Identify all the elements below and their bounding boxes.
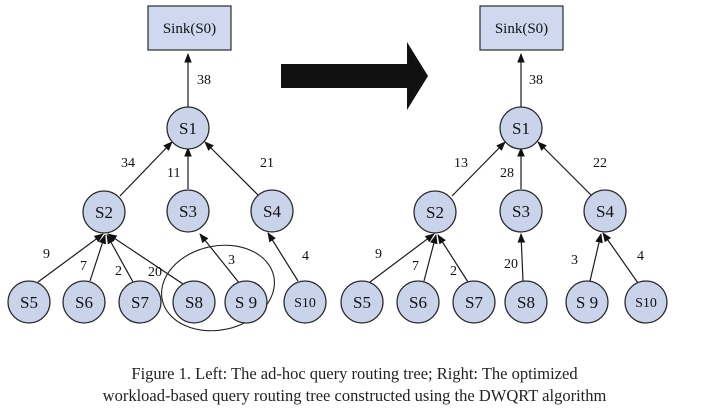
edge-s8-s3 xyxy=(517,233,526,282)
edge-s4-s1 xyxy=(204,141,259,196)
sink-node xyxy=(479,5,564,51)
node-label: S6 xyxy=(75,293,93,312)
edge-weight: 28 xyxy=(500,166,514,181)
node-s4 xyxy=(250,189,294,233)
edge-weight: 3 xyxy=(228,253,235,268)
edge-s10-s4 xyxy=(602,232,639,284)
sink-label: Sink(S0) xyxy=(495,21,548,37)
node-s9 xyxy=(224,280,268,324)
node-s2 xyxy=(413,190,457,234)
node-s3 xyxy=(499,189,543,233)
sink-node xyxy=(147,5,232,51)
edge-weight: 34 xyxy=(121,156,135,171)
node-s2 xyxy=(82,190,126,234)
node-label: S10 xyxy=(635,296,657,311)
node-label: S1 xyxy=(179,119,197,138)
edge-s5-s2 xyxy=(369,233,435,283)
edge-s10-s4 xyxy=(267,232,299,282)
node-label: S5 xyxy=(353,293,371,312)
edge-s7-s2 xyxy=(437,234,469,283)
node-s6 xyxy=(396,280,440,324)
edge-weight: 2 xyxy=(450,264,457,279)
node-s10 xyxy=(283,280,327,324)
node-label: S3 xyxy=(512,202,530,221)
edge-weight: 38 xyxy=(197,73,211,88)
node-label: S 9 xyxy=(235,293,257,312)
edge-weight: 21 xyxy=(260,156,274,171)
edge-weight: 7 xyxy=(80,259,87,274)
node-s7 xyxy=(118,280,162,324)
node-label: S8 xyxy=(185,293,203,312)
edge-s7-s2 xyxy=(106,234,134,283)
transform-arrow xyxy=(281,42,428,110)
edge-weight: 4 xyxy=(637,249,644,264)
sink-label: Sink(S0) xyxy=(163,21,216,37)
edge-weight: 20 xyxy=(148,265,162,280)
selection-ellipse xyxy=(161,244,275,332)
node-s1 xyxy=(166,106,210,150)
node-s8 xyxy=(504,280,548,324)
node-s5 xyxy=(7,280,51,324)
edge-s4-s1 xyxy=(537,141,592,196)
caption-line-1: Figure 1. Left: The ad-hoc query routing… xyxy=(131,364,578,383)
edge-weight: 7 xyxy=(412,259,419,274)
node-label: S7 xyxy=(131,293,149,312)
node-s1 xyxy=(499,106,543,150)
node-label: S6 xyxy=(409,293,427,312)
node-s9 xyxy=(565,280,609,324)
node-s4 xyxy=(583,189,627,233)
edge-s9-s4 xyxy=(589,233,603,282)
left-tree: Sink(S0) S1 S2 S3 S4 S5 S6 S7 S8 S 9 S10… xyxy=(7,5,327,332)
edge-s6-s2 xyxy=(89,234,106,282)
node-s7 xyxy=(452,280,496,324)
edge-weight: 11 xyxy=(167,166,180,181)
node-label: S4 xyxy=(596,202,614,221)
node-s3 xyxy=(166,189,210,233)
edge-weight: 9 xyxy=(43,247,50,262)
edge-weight: 13 xyxy=(454,156,468,171)
edge-s2-s1 xyxy=(119,141,173,197)
edge-s8-s2 xyxy=(107,233,184,285)
node-label: S5 xyxy=(20,293,38,312)
edge-weight: 22 xyxy=(593,156,607,171)
node-s10 xyxy=(624,280,668,324)
caption-line-2: workload-based query routing tree constr… xyxy=(102,386,607,405)
node-label: S7 xyxy=(465,293,483,312)
edge-s2-s1 xyxy=(451,141,506,197)
edge-weight: 38 xyxy=(529,73,543,88)
node-label: S 9 xyxy=(576,293,598,312)
edge-s5-s2 xyxy=(37,233,104,283)
node-s6 xyxy=(62,280,106,324)
edge-weight: 2 xyxy=(115,264,122,279)
node-label: S8 xyxy=(517,293,535,312)
node-s8 xyxy=(172,280,216,324)
node-label: S1 xyxy=(512,119,530,138)
node-label: S2 xyxy=(426,203,444,222)
edge-weight: 4 xyxy=(302,249,309,264)
node-s5 xyxy=(340,280,384,324)
edge-s9-s3 xyxy=(199,233,241,285)
edge-weight: 3 xyxy=(571,253,578,268)
edge-s6-s2 xyxy=(423,234,438,282)
node-label: S4 xyxy=(263,202,281,221)
edge-weight: 9 xyxy=(375,247,382,262)
edge-weight: 20 xyxy=(504,257,518,272)
right-tree: Sink(S0) S1 S2 S3 S4 S5 S6 S7 S8 S 9 S10… xyxy=(340,5,668,324)
node-label: S3 xyxy=(179,202,197,221)
node-label: S10 xyxy=(294,296,316,311)
node-label: S2 xyxy=(95,203,113,222)
